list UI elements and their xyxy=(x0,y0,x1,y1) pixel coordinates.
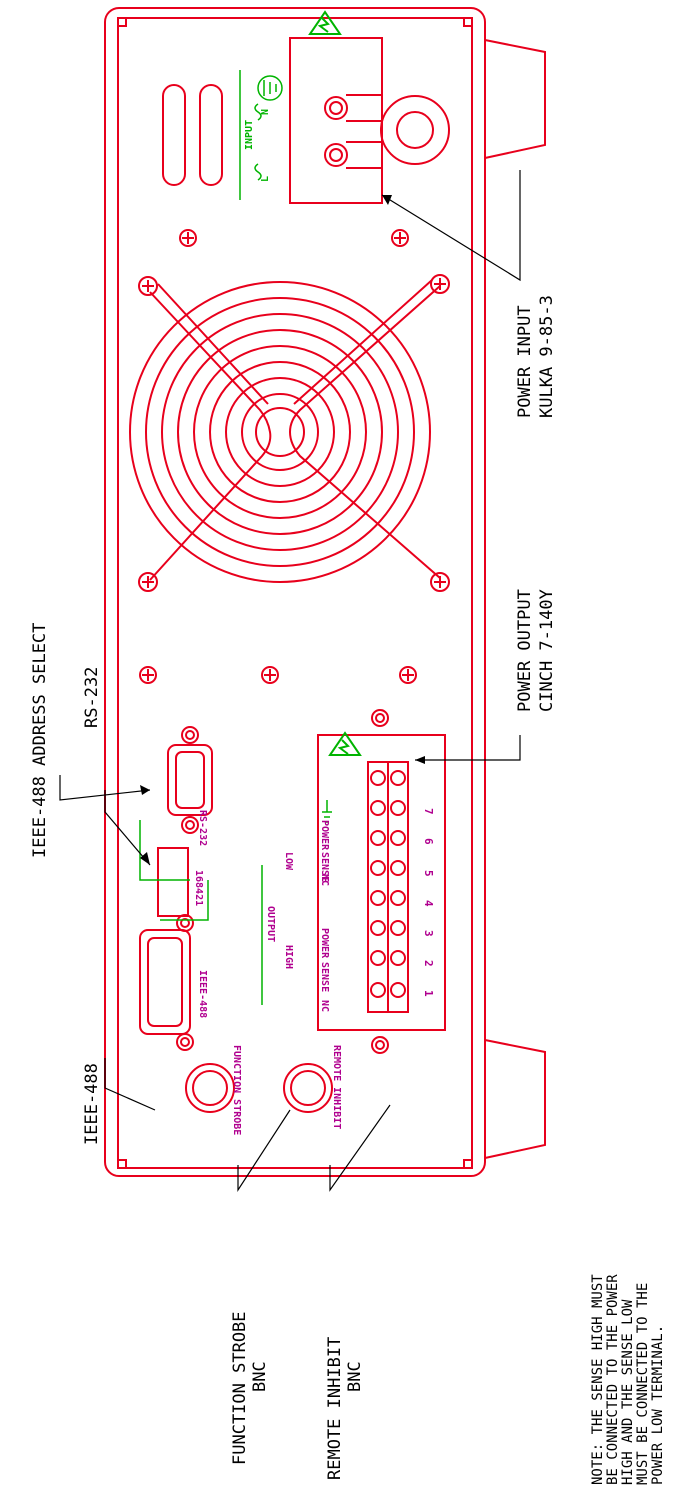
panel-inner-outline xyxy=(117,17,473,1169)
function-strobe-bnc xyxy=(185,1063,235,1113)
note-line: NOTE: THE SENSE HIGH MUST xyxy=(590,1274,606,1485)
label-neutral: N xyxy=(260,109,271,115)
note-line: HIGH AND THE SENSE LOW xyxy=(620,1299,636,1485)
output-terminal-block xyxy=(317,709,446,1054)
callout-function-strobe-bnc: BNC xyxy=(250,1361,270,1392)
terminal-name: SENSE xyxy=(319,852,330,882)
panel-outline xyxy=(104,7,486,1177)
label-low: LOW xyxy=(283,852,294,871)
terminal-number: 5 xyxy=(422,870,435,877)
remote-inhibit-bnc xyxy=(283,1063,333,1113)
callout-ieee488: IEEE-488 xyxy=(82,1063,102,1145)
label-address-switch: 168421 xyxy=(193,870,204,906)
screw xyxy=(399,666,417,684)
screw xyxy=(261,666,279,684)
screw xyxy=(139,666,157,684)
arrowheads xyxy=(140,195,425,865)
label-function-strobe: FUNCTION STROBE xyxy=(231,1045,242,1135)
terminal-name: POWER xyxy=(319,928,330,959)
chassis xyxy=(104,7,546,1177)
address-select-switch xyxy=(157,847,189,917)
callout-remote-inhibit-bnc: BNC xyxy=(345,1361,365,1392)
ground-icon xyxy=(257,75,283,101)
vent-slot xyxy=(199,84,223,186)
callout-power-input: POWER INPUT xyxy=(515,305,535,418)
label-line: L xyxy=(260,176,271,182)
knockout-hole xyxy=(380,95,450,165)
note-line: MUST BE CONNECTED TO THE xyxy=(635,1283,651,1485)
note-line: POWER LOW TERMINAL. xyxy=(650,1325,666,1485)
callout-power-output: POWER OUTPUT xyxy=(515,589,535,712)
vent-slot xyxy=(162,84,186,186)
terminal-number: 6 xyxy=(422,838,435,845)
hazard-icon xyxy=(328,731,362,756)
rs232-connector xyxy=(167,726,213,834)
screw xyxy=(179,229,197,247)
callout-power-output-type: CINCH 7-140Y xyxy=(537,589,557,712)
callout-function-strobe: FUNCTION STROBE xyxy=(230,1311,250,1465)
foot-bottom xyxy=(484,1039,546,1159)
foot-top xyxy=(484,39,546,159)
label-high: HIGH xyxy=(283,945,294,969)
label-output: OUTPUT xyxy=(265,906,276,942)
callout-remote-inhibit: REMOTE INHIBIT xyxy=(325,1337,345,1480)
terminal-number: 1 xyxy=(422,990,435,997)
ieee488-connector xyxy=(139,914,194,1051)
terminal-name: NC xyxy=(319,874,330,886)
screw xyxy=(391,229,409,247)
callout-rs232: RS-232 xyxy=(82,667,102,728)
terminal-number: 3 xyxy=(422,930,435,937)
terminal-name: POWER xyxy=(319,820,330,851)
cooling-fan xyxy=(129,274,450,592)
label-remote-inhibit: REMOTE INHIBIT xyxy=(331,1045,342,1129)
terminal-name: NC xyxy=(319,1000,330,1012)
callout-address-select: IEEE-488 ADDRESS SELECT xyxy=(30,623,50,858)
hazard-icon xyxy=(308,10,342,35)
terminal-number: 4 xyxy=(422,900,435,907)
terminal-number: 7 xyxy=(422,808,435,815)
leader-lines xyxy=(59,170,521,1193)
label-ieee488: IEEE-488 xyxy=(197,970,208,1018)
callout-power-input-type: KULKA 9-85-3 xyxy=(537,295,557,418)
label-rs232: RS-232 xyxy=(197,810,208,846)
label-input: INPUT xyxy=(244,120,255,150)
input-markings xyxy=(239,70,283,200)
terminal-name: SENSE xyxy=(319,962,330,992)
note-line: BE CONNECTED TO THE POWER xyxy=(605,1274,621,1485)
terminal-number: 2 xyxy=(422,960,435,967)
